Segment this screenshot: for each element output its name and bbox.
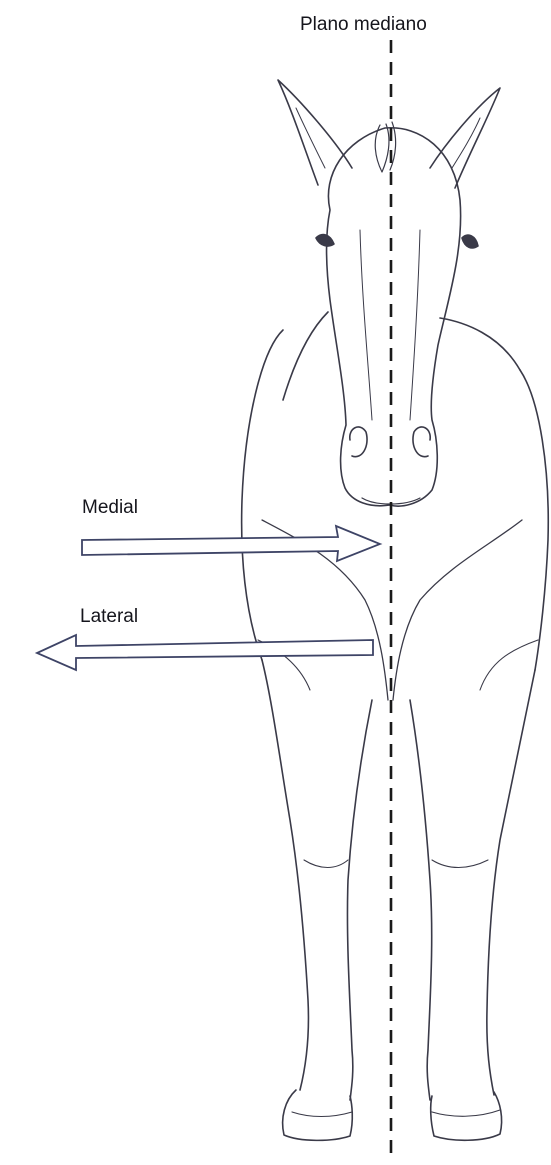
right-nostril — [413, 427, 430, 457]
left-nostril — [350, 427, 367, 457]
left-ear — [278, 80, 352, 185]
left-shoulder — [242, 330, 283, 660]
right-leg-outer — [487, 670, 535, 1095]
lateral-arrow — [37, 635, 373, 670]
horse-drawing — [242, 80, 549, 1140]
left-leg-outer — [262, 660, 308, 1090]
right-eye — [462, 235, 478, 248]
medial-arrow — [82, 526, 380, 561]
neck-left — [283, 312, 328, 400]
lateral-label: Lateral — [80, 606, 138, 628]
right-leg-inner — [410, 700, 432, 1100]
neck-right — [440, 318, 520, 370]
medial-label: Medial — [82, 497, 138, 519]
head-outline — [327, 128, 461, 506]
right-shoulder — [520, 370, 548, 670]
left-leg-inner — [347, 700, 372, 1100]
right-chest — [393, 520, 522, 700]
left-hoof — [283, 1090, 353, 1140]
left-eye — [316, 235, 334, 246]
right-ear — [430, 88, 500, 188]
median-plane-label: Plano mediano — [300, 14, 427, 36]
